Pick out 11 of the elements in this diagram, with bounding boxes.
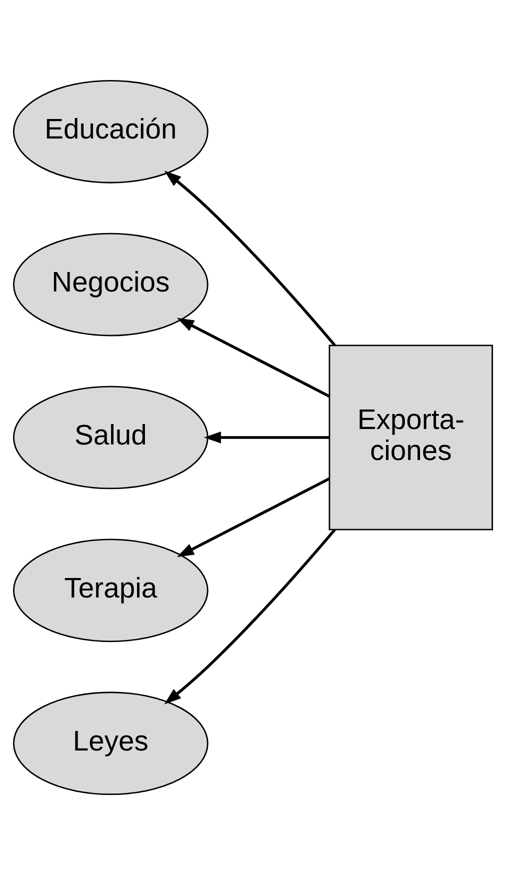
node-ellipse: Salud <box>12 385 208 489</box>
arrow <box>176 317 330 398</box>
node-ellipse: Terapia <box>12 538 208 642</box>
node-box: Exporta- ciones <box>328 344 494 530</box>
node-ellipse: Leyes <box>12 691 208 795</box>
arrow <box>164 170 336 346</box>
arrow <box>164 528 336 704</box>
arrow <box>176 476 330 557</box>
arrow <box>204 431 330 443</box>
node-ellipse: Negocios <box>12 232 208 336</box>
node-ellipse: Educación <box>12 79 208 183</box>
